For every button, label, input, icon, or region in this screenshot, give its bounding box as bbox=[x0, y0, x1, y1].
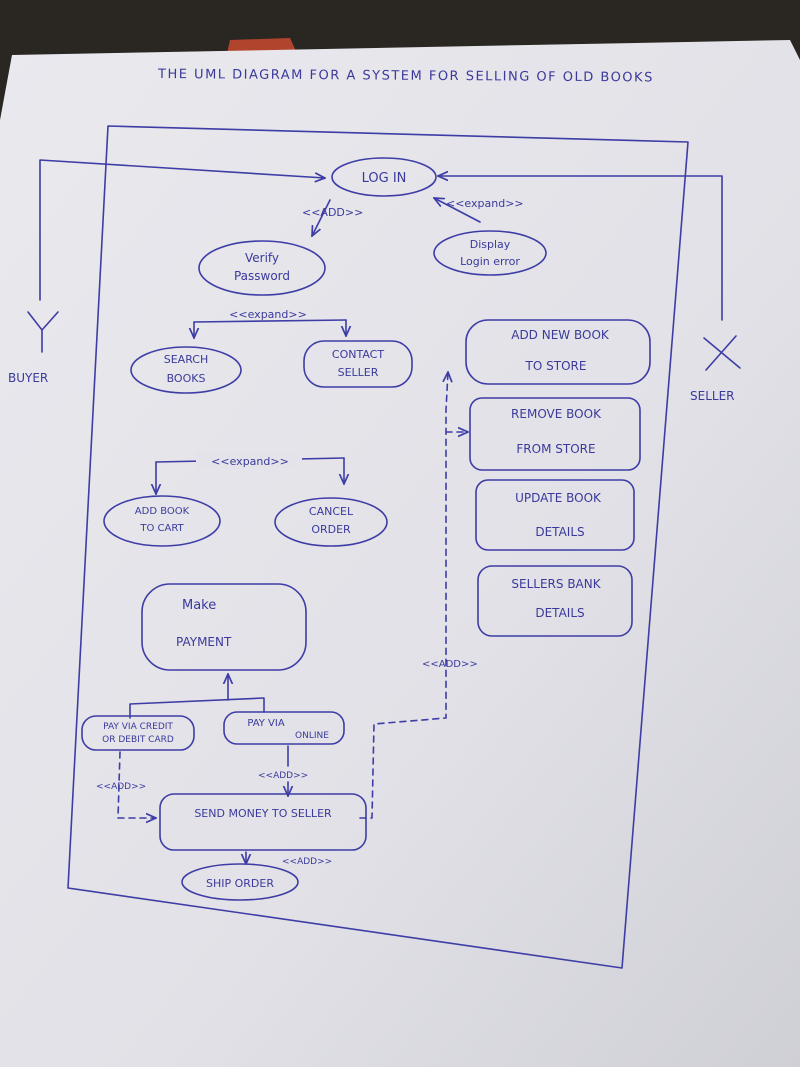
login-to-verify-arrow bbox=[312, 199, 331, 236]
verify-password-line2: Password bbox=[234, 269, 290, 283]
pay-via-card-usecase bbox=[81, 715, 195, 751]
display-error-line2: Login error bbox=[460, 255, 520, 268]
pay-via-online-usecase bbox=[223, 711, 345, 745]
add-card-label: <<ADD>> bbox=[96, 782, 146, 792]
system-boundary bbox=[67, 125, 689, 969]
add-cart-line1: ADD BOOK bbox=[135, 506, 190, 517]
add-ship-label: <<ADD>> bbox=[282, 857, 332, 867]
expand-search-contact-label: <<expand>> bbox=[229, 308, 307, 321]
make-payment-usecase bbox=[141, 583, 307, 671]
sellers-bank-usecase bbox=[477, 565, 633, 637]
contact-seller-line2: SELLER bbox=[338, 366, 379, 379]
expand-label-bg bbox=[196, 452, 302, 468]
expand-search-contact-line bbox=[193, 319, 347, 323]
search-books-usecase bbox=[130, 346, 242, 394]
add-new-book-line2: TO STORE bbox=[525, 359, 587, 373]
paper-sheet bbox=[0, 40, 800, 1067]
verify-password-line1: Verify bbox=[245, 251, 279, 265]
search-books-line1: SEARCH bbox=[164, 353, 209, 366]
cancel-order-line2: ORDER bbox=[311, 523, 351, 536]
card-to-send-money-arrow bbox=[117, 751, 156, 818]
expand-login-label: <<expand>> bbox=[446, 197, 524, 210]
seller-to-login-line bbox=[438, 176, 723, 321]
update-book-line1: UPDATE BOOK bbox=[515, 491, 602, 505]
cancel-order-line1: CANCEL bbox=[309, 505, 354, 518]
display-error-line1: Display bbox=[470, 238, 511, 251]
sellers-bank-line1: SELLERS BANK bbox=[511, 577, 601, 591]
add-new-book-usecase bbox=[465, 319, 651, 385]
buyer-actor: BUYER bbox=[8, 311, 59, 385]
error-to-login-arrow bbox=[434, 198, 481, 223]
add-login-label: <<ADD>> bbox=[302, 206, 363, 219]
pay-card-line1: PAY VIA CREDIT bbox=[103, 722, 173, 732]
pay-card-line2: OR DEBIT CARD bbox=[102, 735, 174, 745]
send-money-label: SEND MONEY TO SELLER bbox=[194, 807, 332, 820]
make-payment-line1: Make bbox=[182, 598, 216, 613]
contact-seller-line1: CONTACT bbox=[332, 348, 384, 361]
buyer-label: BUYER bbox=[8, 371, 48, 385]
cancel-order-usecase bbox=[274, 497, 388, 547]
buyer-actor-icon bbox=[27, 311, 59, 353]
add-online-label: <<ADD>> bbox=[258, 771, 308, 781]
sellers-bank-line2: DETAILS bbox=[535, 606, 584, 620]
update-book-line2: DETAILS bbox=[535, 525, 584, 539]
verify-password-usecase bbox=[198, 240, 326, 296]
contact-seller-usecase bbox=[303, 340, 413, 388]
diagram-title: THE UML DIAGRAM FOR A SYSTEM FOR SELLING… bbox=[157, 67, 654, 85]
pay-online-line2: ONLINE bbox=[295, 731, 329, 741]
remove-book-line1: REMOVE BOOK bbox=[511, 407, 602, 421]
update-book-usecase bbox=[475, 479, 635, 551]
add-seller-column-label: <<ADD>> bbox=[422, 659, 478, 670]
buyer-to-login-line bbox=[39, 159, 325, 301]
add-book-to-cart-usecase bbox=[103, 495, 221, 547]
ship-order-usecase bbox=[181, 863, 299, 901]
ship-order-label: SHIP ORDER bbox=[206, 877, 274, 890]
add-new-book-line1: ADD NEW BOOK bbox=[511, 328, 610, 342]
expand-cart-cancel-label: <<expand>> bbox=[211, 455, 289, 468]
remove-book-line2: FROM STORE bbox=[516, 442, 595, 456]
login-usecase bbox=[331, 157, 437, 197]
send-money-usecase bbox=[159, 793, 367, 851]
seller-actor: SELLER bbox=[690, 335, 741, 403]
payment-generalization-branch bbox=[129, 697, 265, 719]
seller-actor-icon bbox=[703, 335, 741, 371]
display-login-error-usecase bbox=[433, 230, 547, 276]
login-label: LOG IN bbox=[362, 171, 407, 186]
seller-label: SELLER bbox=[690, 389, 735, 403]
search-books-line2: BOOKS bbox=[167, 372, 206, 385]
add-cart-line2: TO CART bbox=[139, 523, 184, 534]
remove-book-usecase bbox=[469, 397, 641, 471]
make-payment-line2: PAYMENT bbox=[176, 635, 232, 649]
pay-online-line1: PAY VIA bbox=[247, 718, 285, 729]
